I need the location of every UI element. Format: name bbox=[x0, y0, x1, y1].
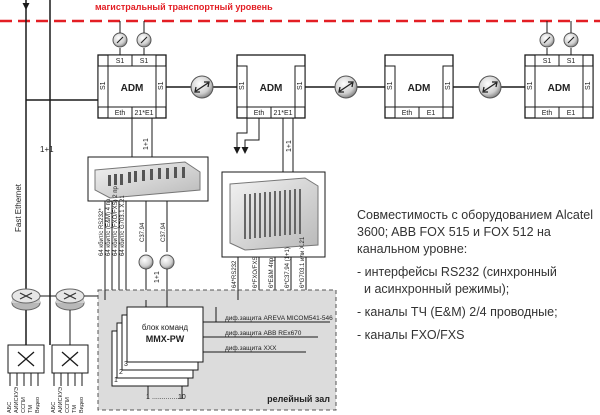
svg-text:АБС: АБС bbox=[7, 402, 13, 413]
svg-text:диф.защита AREVA MICOM541-546: диф.защита AREVA MICOM541-546 bbox=[225, 315, 333, 322]
adm-label: ADM bbox=[548, 83, 571, 94]
right-equipment-panel[interactable] bbox=[221, 171, 326, 258]
svg-text:ССПИ: ССПИ bbox=[65, 397, 71, 413]
svg-text:64*RS232: 64*RS232 bbox=[232, 260, 238, 288]
router-icon bbox=[55, 288, 85, 311]
svg-text:S1: S1 bbox=[158, 81, 165, 90]
optical-link-icon bbox=[334, 75, 358, 99]
adm-node-3[interactable]: ADM S1 S1 Eth E1 bbox=[384, 54, 454, 119]
svg-text:E1: E1 bbox=[427, 110, 436, 117]
svg-text:21*E1: 21*E1 bbox=[273, 110, 292, 117]
output-range: 1 ............... 10 bbox=[146, 386, 186, 401]
protection-links: диф.защита AREVA MICOM541-546 диф.защита… bbox=[203, 307, 333, 353]
svg-text:6*E&M 4пр: 6*E&M 4пр bbox=[269, 257, 275, 288]
compatibility-notes: Совместимость с оборудованием Alcatel 36… bbox=[357, 207, 597, 344]
left-equipment-panel[interactable] bbox=[87, 156, 209, 202]
protection-label: 1+1 bbox=[40, 145, 54, 154]
router-icon bbox=[11, 288, 41, 311]
svg-text:64 кбит/с (FXO/FXS) 2 пр: 64 кбит/с (FXO/FXS) 2 пр bbox=[113, 185, 119, 256]
svg-text:ССПИ: ССПИ bbox=[21, 397, 27, 413]
svg-text:Eth: Eth bbox=[115, 110, 126, 117]
switch-left[interactable]: АБС АИИСКУЭ ССПИ ТМ Видео bbox=[7, 344, 45, 413]
block-title: блок команд bbox=[142, 323, 189, 332]
header-title: магистральный транспортный уровень bbox=[95, 2, 273, 12]
svg-text:S1: S1 bbox=[100, 81, 107, 90]
right-interfaces: 64*RS232 6*FXO/FXS 6*E&M 4пр 6*C37.94 (1… bbox=[232, 236, 307, 290]
block-model: MMX-PW bbox=[146, 334, 185, 344]
adm-label: ADM bbox=[408, 83, 431, 94]
svg-text:АИИСКУЭ: АИИСКУЭ bbox=[14, 387, 20, 413]
svg-text:АБС: АБС bbox=[51, 402, 57, 413]
svg-text:ТМ: ТМ bbox=[28, 405, 34, 413]
svg-text:Eth: Eth bbox=[254, 110, 265, 117]
adm-node-1[interactable]: ADM S1 S1 S1 S1 Eth 21*E1 bbox=[97, 54, 167, 119]
fast-ethernet-label: Fast Ethernet bbox=[14, 183, 23, 232]
svg-text:6*FXO/FXS: 6*FXO/FXS bbox=[253, 257, 259, 288]
svg-text:диф.защита ABB REx670: диф.защита ABB REx670 bbox=[225, 330, 302, 337]
svg-text:C37.94: C37.94 bbox=[161, 222, 167, 242]
svg-text:21*E1: 21*E1 bbox=[134, 110, 153, 117]
svg-text:S1: S1 bbox=[567, 58, 576, 65]
adm-node-4[interactable]: ADM S1 S1 S1 S1 Eth E1 bbox=[524, 54, 594, 119]
svg-text:S1: S1 bbox=[116, 58, 125, 65]
svg-text:1: 1 bbox=[114, 377, 118, 384]
svg-text:6*C37.94 (1+1): 6*C37.94 (1+1) bbox=[285, 247, 291, 288]
optical-link-icon bbox=[478, 75, 502, 99]
svg-text:64 кбит/с (Е&М) 4 пр: 64 кбит/с (Е&М) 4 пр bbox=[106, 198, 112, 256]
svg-text:6*G703.1 или X.21: 6*G703.1 или X.21 bbox=[300, 236, 306, 288]
svg-text:S1: S1 bbox=[297, 81, 304, 90]
svg-text:3: 3 bbox=[124, 361, 128, 368]
svg-text:ТМ: ТМ bbox=[72, 405, 78, 413]
adm-label: ADM bbox=[121, 83, 144, 94]
left-interfaces: 64 кбит/с RS232* 64 кбит/с (Е&М) 4 пр 64… bbox=[99, 185, 168, 290]
svg-text:...............: ............... bbox=[152, 394, 181, 401]
optical-link-icon bbox=[190, 75, 214, 99]
svg-text:S1: S1 bbox=[585, 81, 592, 90]
compatibility-item: - каналы ТЧ (Е&М) 2/4 проводные; bbox=[357, 305, 558, 319]
svg-text:64 кбит/с G703.1 X.21: 64 кбит/с G703.1 X.21 bbox=[120, 195, 126, 256]
svg-text:2: 2 bbox=[119, 369, 123, 376]
svg-text:Видео: Видео bbox=[35, 397, 41, 413]
adm-node-2[interactable]: ADM S1 S1 Eth 21*E1 bbox=[236, 54, 306, 119]
uplink-icon bbox=[112, 21, 579, 55]
svg-text:1+1: 1+1 bbox=[143, 138, 150, 150]
svg-text:1: 1 bbox=[146, 394, 150, 401]
c3794-link-icon bbox=[159, 254, 175, 270]
svg-text:Eth: Eth bbox=[542, 110, 553, 117]
switch-right[interactable]: АБС АИИСКУЭ ССПИ ТМ Видео bbox=[51, 344, 89, 413]
svg-text:S1: S1 bbox=[445, 81, 452, 90]
svg-text:Eth: Eth bbox=[402, 110, 413, 117]
svg-text:диф.защита XXX: диф.защита XXX bbox=[225, 345, 277, 352]
svg-text:S1: S1 bbox=[543, 58, 552, 65]
svg-text:C37.94: C37.94 bbox=[140, 222, 146, 242]
command-block-stack[interactable]: 1 2 3 блок команд MMX-PW bbox=[111, 306, 204, 387]
svg-text:1+1: 1+1 bbox=[286, 140, 293, 152]
compatibility-item: - интерфейсы RS232 (синхронный bbox=[357, 265, 557, 279]
svg-text:10: 10 bbox=[178, 394, 186, 401]
svg-text:S1: S1 bbox=[140, 58, 149, 65]
svg-text:S1: S1 bbox=[527, 81, 534, 90]
adm-label: ADM bbox=[260, 83, 283, 94]
svg-text:64 кбит/с RS232*: 64 кбит/с RS232* bbox=[99, 208, 105, 256]
svg-text:1+1: 1+1 bbox=[154, 271, 161, 283]
svg-text:S1: S1 bbox=[387, 81, 394, 90]
compatibility-item: и асинхронный режимы); bbox=[364, 282, 510, 296]
compatibility-heading: Совместимость с оборудованием Alcatel 36… bbox=[357, 208, 594, 256]
relay-room-title: релейный зал bbox=[267, 394, 330, 404]
svg-text:АИИСКУЭ: АИИСКУЭ bbox=[58, 387, 64, 413]
compatibility-item: - каналы FXO/FXS bbox=[357, 328, 465, 342]
svg-text:S1: S1 bbox=[239, 81, 246, 90]
c3794-link-icon bbox=[138, 254, 154, 270]
svg-text:Видео: Видео bbox=[79, 397, 85, 413]
svg-text:E1: E1 bbox=[567, 110, 576, 117]
